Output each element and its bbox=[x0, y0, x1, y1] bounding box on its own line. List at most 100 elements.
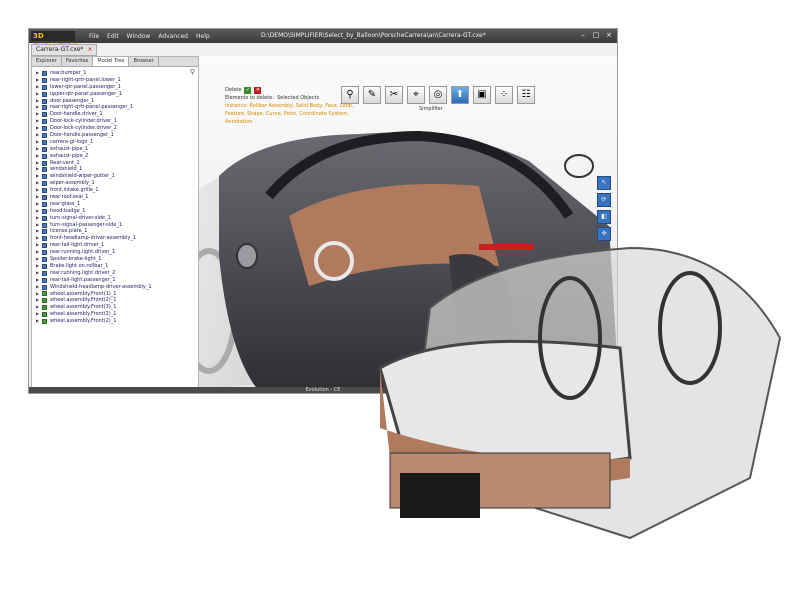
elements-select[interactable]: Selected Objects bbox=[276, 95, 320, 101]
upload-icon[interactable]: ⬆ bbox=[451, 86, 469, 104]
tab-model-tree[interactable]: Model Tree bbox=[93, 57, 130, 66]
tree-item[interactable]: ▶rear-glass_1 bbox=[32, 201, 198, 208]
expand-arrow-icon[interactable]: ▶ bbox=[36, 256, 40, 262]
close-button[interactable]: × bbox=[606, 31, 612, 39]
tab-explorer[interactable]: Explorer bbox=[32, 57, 62, 66]
tree-item[interactable]: ▶door.passenger_1 bbox=[32, 98, 198, 105]
expand-arrow-icon[interactable]: ▶ bbox=[36, 76, 40, 82]
tree-icon[interactable]: ☷ bbox=[517, 86, 535, 104]
tree-item[interactable]: ▶Rear-vent_1 bbox=[32, 160, 198, 167]
tree-item[interactable]: ▶wheel.assembly.Front(3)_1 bbox=[32, 304, 198, 311]
tree-item[interactable]: ▶windshield-wiper-gutter_1 bbox=[32, 173, 198, 180]
ok-button[interactable]: ✓ bbox=[244, 86, 252, 94]
expand-arrow-icon[interactable]: ▶ bbox=[36, 235, 40, 241]
rotate-icon[interactable]: ⟳ bbox=[597, 193, 611, 207]
expand-arrow-icon[interactable]: ▶ bbox=[36, 249, 40, 255]
tree-item[interactable]: ▶lower-qtr-panel.passenger_1 bbox=[32, 84, 198, 91]
tree-item[interactable]: ▶license.plate_1 bbox=[32, 228, 198, 235]
menu-window[interactable]: Window bbox=[126, 32, 151, 40]
tree-item[interactable]: ▶rear-right-qrtr-panel.lower_1 bbox=[32, 77, 198, 84]
cancel-button[interactable]: ✕ bbox=[254, 86, 262, 94]
tree-item[interactable]: ▶wheel.assembly.Front(2)_1 bbox=[32, 318, 198, 325]
close-tab-icon[interactable]: × bbox=[87, 46, 93, 53]
tree-item[interactable]: ▶rear-tail-light.driver_1 bbox=[32, 242, 198, 249]
dots-icon[interactable]: ⁘ bbox=[495, 86, 513, 104]
tree-item[interactable]: ▶exhaust-pipe_1 bbox=[32, 146, 198, 153]
3d-viewport[interactable]: Delete ✓ ✕ Elements to delete: Selected … bbox=[199, 56, 617, 391]
expand-arrow-icon[interactable]: ▶ bbox=[36, 97, 40, 103]
expand-arrow-icon[interactable]: ▶ bbox=[36, 304, 40, 310]
tree-item[interactable]: ▶hood.badge_1 bbox=[32, 208, 198, 215]
expand-arrow-icon[interactable]: ▶ bbox=[36, 228, 40, 234]
split-icon[interactable]: ⌖ bbox=[407, 86, 425, 104]
fit-icon[interactable]: ✣ bbox=[597, 227, 611, 241]
tree-item[interactable]: ▶wheel.assembly.Front(1)_1 bbox=[32, 291, 198, 298]
expand-arrow-icon[interactable]: ▶ bbox=[36, 159, 40, 165]
simplify-icon[interactable]: ◎ bbox=[429, 86, 447, 104]
tree-item[interactable]: ▶rear.bumper_1 bbox=[32, 70, 198, 77]
tree-item[interactable]: ▶Door-lock-cylinder.driver_1 bbox=[32, 118, 198, 125]
expand-arrow-icon[interactable]: ▶ bbox=[36, 214, 40, 220]
annotation-link[interactable]: Annotation bbox=[225, 119, 253, 125]
scissors-icon[interactable]: ✂ bbox=[385, 86, 403, 104]
view-icon[interactable]: ◧ bbox=[597, 210, 611, 224]
expand-arrow-icon[interactable]: ▶ bbox=[36, 200, 40, 206]
tab-browser[interactable]: Browser bbox=[129, 57, 159, 66]
expand-arrow-icon[interactable]: ▶ bbox=[36, 194, 40, 200]
expand-arrow-icon[interactable]: ▶ bbox=[36, 166, 40, 172]
expand-arrow-icon[interactable]: ▶ bbox=[36, 132, 40, 138]
tree-item[interactable]: ▶Windshield-headlamp-driver-assembly_1 bbox=[32, 284, 198, 291]
expand-arrow-icon[interactable]: ▶ bbox=[36, 242, 40, 248]
expand-arrow-icon[interactable]: ▶ bbox=[36, 152, 40, 158]
tree-item[interactable]: ▶front-headlamp-driver-assembly_1 bbox=[32, 235, 198, 242]
tree-item[interactable]: ▶wheel.assembly.Front(2)_1 bbox=[32, 297, 198, 304]
expand-arrow-icon[interactable]: ▶ bbox=[36, 111, 40, 117]
expand-arrow-icon[interactable]: ▶ bbox=[36, 145, 40, 151]
tree-item[interactable]: ▶rear-roof.seal_1 bbox=[32, 194, 198, 201]
tree-item[interactable]: ▶rear.running.light.driver_2 bbox=[32, 270, 198, 277]
tree-item[interactable]: ▶Door-lock-cylinder.driver_2 bbox=[32, 125, 198, 132]
expand-arrow-icon[interactable]: ▶ bbox=[36, 118, 40, 124]
tree-item[interactable]: ▶windshield_1 bbox=[32, 166, 198, 173]
expand-arrow-icon[interactable]: ▶ bbox=[36, 269, 40, 275]
menu-advanced[interactable]: Advanced bbox=[158, 32, 188, 40]
maximize-button[interactable]: □ bbox=[592, 31, 600, 39]
expand-arrow-icon[interactable]: ▶ bbox=[36, 187, 40, 193]
document-tab[interactable]: Carrera-GT.cxe*× bbox=[31, 44, 98, 56]
menu-file[interactable]: File bbox=[89, 32, 100, 40]
tree-item[interactable]: ▶wiper-assembly_1 bbox=[32, 180, 198, 187]
shell-icon[interactable]: ▣ bbox=[473, 86, 491, 104]
tree-item[interactable]: ▶upper-qtr-panel.passenger_1 bbox=[32, 91, 198, 98]
tree-item[interactable]: ▶front.intake.grille_1 bbox=[32, 187, 198, 194]
expand-arrow-icon[interactable]: ▶ bbox=[36, 180, 40, 186]
tree-item[interactable]: ▶exhaust-pipe_2 bbox=[32, 153, 198, 160]
expand-arrow-icon[interactable]: ▶ bbox=[36, 283, 40, 289]
expand-arrow-icon[interactable]: ▶ bbox=[36, 70, 40, 75]
tree-item[interactable]: ▶Spoiler-brake-light_1 bbox=[32, 256, 198, 263]
tree-item[interactable]: ▶wheel.assembly.Front(2)_1 bbox=[32, 311, 198, 318]
expand-arrow-icon[interactable]: ▶ bbox=[36, 173, 40, 179]
tree-item[interactable]: ▶rear-tail-light.passenger_1 bbox=[32, 277, 198, 284]
tab-favorites[interactable]: Favorites bbox=[62, 57, 94, 66]
tree-item[interactable]: ▶Door-handle.driver_1 bbox=[32, 111, 198, 118]
expand-arrow-icon[interactable]: ▶ bbox=[36, 311, 40, 317]
expand-arrow-icon[interactable]: ▶ bbox=[36, 276, 40, 282]
expand-arrow-icon[interactable]: ▶ bbox=[36, 297, 40, 303]
expand-arrow-icon[interactable]: ▶ bbox=[36, 83, 40, 89]
expand-arrow-icon[interactable]: ▶ bbox=[36, 104, 40, 110]
tree-item[interactable]: ▶Brake.light.on.rollbar_1 bbox=[32, 263, 198, 270]
tree-item[interactable]: ▶Door-handle.passenger_1 bbox=[32, 132, 198, 139]
select-icon[interactable]: ↖ bbox=[597, 176, 611, 190]
expand-arrow-icon[interactable]: ▶ bbox=[36, 318, 40, 324]
magnifier-icon[interactable]: ⚲ bbox=[341, 86, 359, 104]
tree-item[interactable]: ▶turn-signal-passenger-side_1 bbox=[32, 222, 198, 229]
menu-edit[interactable]: Edit bbox=[107, 32, 119, 40]
expand-arrow-icon[interactable]: ▶ bbox=[36, 125, 40, 131]
pen-icon[interactable]: ✎ bbox=[363, 86, 381, 104]
minimize-button[interactable]: – bbox=[581, 31, 585, 39]
expand-arrow-icon[interactable]: ▶ bbox=[36, 90, 40, 96]
menu-help[interactable]: Help bbox=[195, 32, 210, 40]
tree-item[interactable]: ▶rear.running.light.driver_1 bbox=[32, 249, 198, 256]
expand-arrow-icon[interactable]: ▶ bbox=[36, 221, 40, 227]
expand-arrow-icon[interactable]: ▶ bbox=[36, 207, 40, 213]
